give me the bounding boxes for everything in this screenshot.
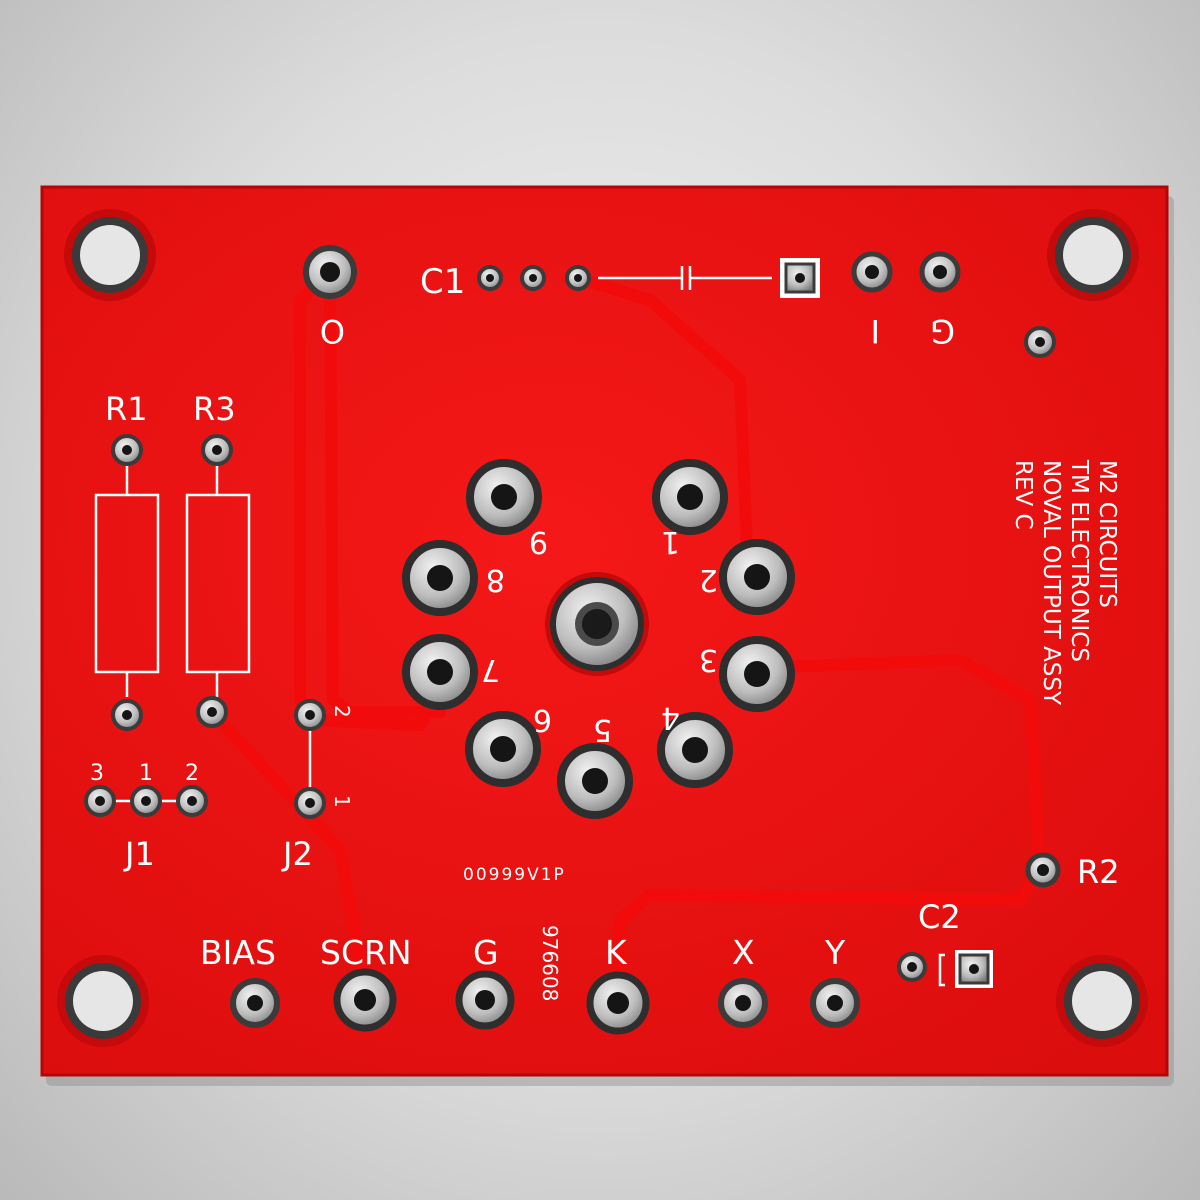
label-j2-pin2: 2 [330, 705, 354, 718]
mounting-hole-bottom-right [1056, 955, 1148, 1047]
label-y: Y [824, 933, 846, 972]
mounting-hole-bottom-left [57, 955, 149, 1047]
terminal-y [810, 978, 860, 1028]
noval-socket [402, 459, 795, 819]
label-bias: BIAS [200, 933, 276, 972]
socket-pin-1 [652, 459, 728, 535]
socket-label-1: 1 [661, 524, 680, 559]
terminal-k [586, 971, 650, 1035]
label-i: I [871, 312, 880, 350]
socket-pin-2 [719, 539, 795, 615]
socket-label-8: 8 [486, 562, 505, 597]
label-x: X [732, 933, 755, 972]
connector-j2 [294, 699, 326, 819]
label-j1-pin3: 3 [90, 761, 104, 786]
square-pad-c1 [780, 258, 820, 298]
c1-pads [477, 265, 591, 291]
label-c2: C2 [918, 898, 961, 936]
mounting-hole-top-right [1047, 209, 1139, 301]
part-number: 00999V1P [463, 865, 566, 885]
socket-label-3: 3 [699, 642, 718, 677]
socket-pin-3 [719, 636, 795, 712]
pad-o [303, 245, 357, 299]
socket-label-7: 7 [481, 652, 500, 687]
title-line-3: NOVAL OUTPUT ASSY [1038, 460, 1064, 706]
label-r3: R3 [193, 390, 236, 428]
label-r2: R2 [1077, 853, 1120, 891]
label-scrn: SCRN [320, 933, 412, 972]
title-line-2: TM ELECTRONICS [1066, 459, 1092, 662]
via-top-right [1024, 326, 1056, 358]
mounting-hole-top-left [64, 209, 156, 301]
label-k: K [605, 933, 628, 972]
pad-g-top [919, 251, 961, 293]
socket-pin-5 [557, 743, 633, 819]
board-title-block: M2 CIRCUITS TM ELECTRONICS NOVAL OUTPUT … [1010, 459, 1120, 706]
pad-r2 [1025, 852, 1061, 888]
socket-pin-7 [402, 634, 478, 710]
label-o: O [320, 312, 345, 350]
title-line-1: M2 CIRCUITS [1094, 460, 1120, 608]
socket-pin-4 [657, 712, 733, 788]
socket-pin-6 [465, 711, 541, 787]
socket-pin-8 [402, 540, 478, 616]
date-code: 976608 [538, 925, 562, 1001]
socket-label-5: 5 [593, 712, 612, 747]
pad-i [851, 251, 893, 293]
terminal-x [718, 978, 768, 1028]
label-g-bottom: G [473, 933, 499, 972]
label-g-top: G [930, 312, 955, 350]
label-j1-pin1: 1 [139, 761, 153, 786]
label-r1: R1 [105, 390, 148, 428]
socket-label-6: 6 [533, 702, 552, 737]
resistor-r1 [94, 434, 160, 731]
terminal-scrn [333, 968, 397, 1032]
socket-label-2: 2 [699, 562, 718, 597]
capacitor-c2 [897, 950, 993, 988]
terminal-bias [230, 978, 280, 1028]
label-j1-pin2: 2 [185, 761, 199, 786]
socket-center-hole [545, 572, 649, 676]
socket-pin-9 [466, 459, 542, 535]
label-j2: J2 [281, 835, 313, 873]
socket-label-4: 4 [661, 700, 680, 735]
label-j2-pin1: 1 [330, 795, 354, 808]
label-j1: J1 [123, 835, 155, 873]
connector-j1 [84, 785, 208, 817]
resistor-r3 [185, 434, 251, 728]
terminal-g [455, 970, 515, 1030]
mounting-holes [57, 209, 1148, 1047]
capacitor-symbol [598, 266, 772, 290]
label-c1: C1 [420, 262, 465, 302]
socket-label-9: 9 [529, 524, 548, 559]
title-line-4: REV C [1010, 460, 1036, 530]
